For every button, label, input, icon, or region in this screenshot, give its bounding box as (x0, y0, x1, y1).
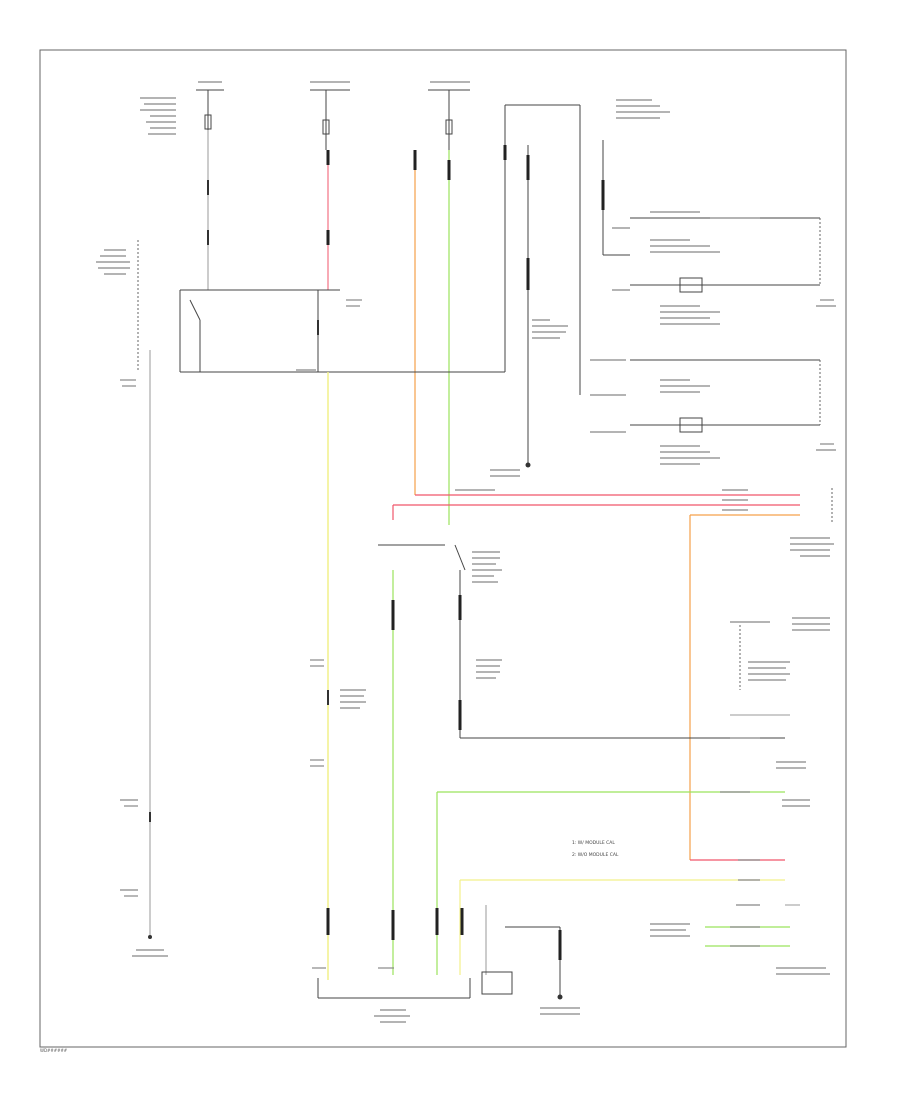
upper-right-module (579, 105, 821, 433)
fuse-block-right (428, 89, 470, 525)
relay-box (179, 104, 580, 373)
footer-code: WD###### (40, 1048, 68, 1053)
right-connector-group (705, 625, 800, 947)
ground-column (525, 145, 531, 468)
center-switch (378, 544, 785, 739)
fuse-block-left (196, 89, 224, 290)
diagram-frame (39, 49, 847, 1048)
bottom-module (317, 971, 513, 999)
fuse-block-center (310, 89, 350, 290)
legend-line-1: 1: W/ MODULE CAL (572, 840, 615, 846)
legend-line-2: 2: W/O MODULE CAL (572, 852, 619, 858)
middle-bus (392, 488, 833, 860)
label-marks (96, 81, 836, 1023)
left-switch (137, 240, 152, 939)
